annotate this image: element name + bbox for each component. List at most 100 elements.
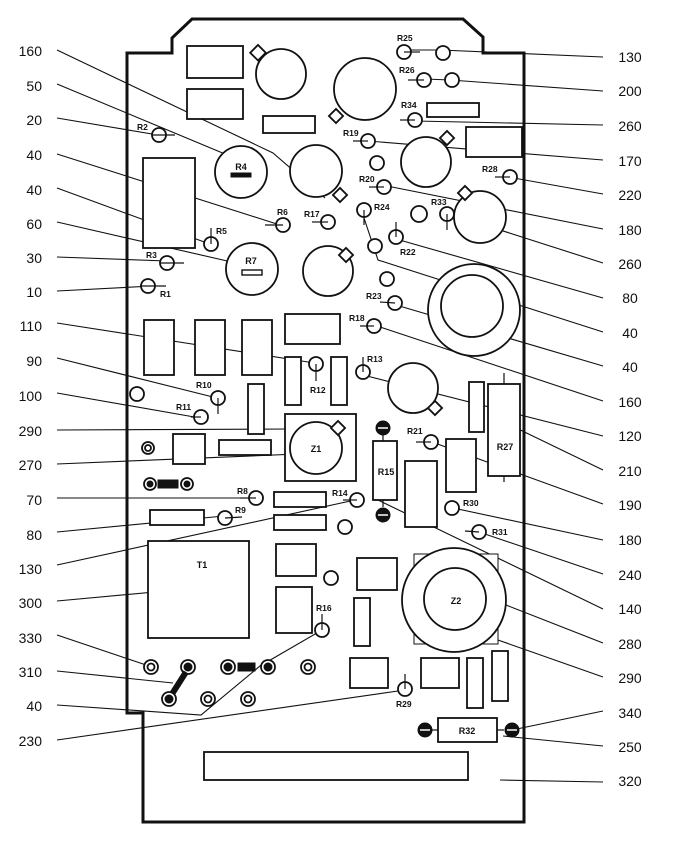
callout-left-9: 110: [20, 318, 43, 334]
resistor-r6: R6: [265, 207, 291, 233]
svg-text:R3: R3: [146, 250, 157, 260]
round-component: [302, 245, 355, 297]
resistor-r22: R22: [388, 222, 416, 257]
callout-right-11: 160: [618, 394, 642, 410]
svg-text:Z1: Z1: [311, 444, 322, 454]
callout-right-4: 170: [618, 153, 642, 169]
callout-right-17: 140: [618, 601, 642, 617]
svg-text:R21: R21: [407, 426, 423, 436]
callout-left-10: 90: [26, 353, 42, 369]
rect-component: [356, 557, 398, 591]
svg-text:R13: R13: [367, 354, 383, 364]
callout-right-20: 340: [618, 705, 642, 721]
callout-right-5: 220: [618, 187, 642, 203]
jumper-link: [143, 477, 194, 491]
round-component: [400, 129, 456, 188]
rect-component: [172, 433, 206, 465]
resistor-r14: R14: [332, 488, 365, 508]
svg-text:R18: R18: [349, 313, 365, 323]
rect-component: [241, 319, 273, 376]
rect-component: [404, 460, 438, 528]
round-component: [387, 362, 444, 417]
svg-text:R14: R14: [332, 488, 348, 498]
callout-right-22: 320: [618, 773, 642, 789]
toroid-z2: Z2: [401, 547, 507, 653]
svg-text:R12: R12: [310, 385, 326, 395]
svg-text:R31: R31: [492, 527, 508, 537]
rect-component: [330, 356, 348, 406]
callout-right-14: 190: [618, 497, 642, 513]
svg-text:R16: R16: [316, 603, 332, 613]
resistor-r20: R20: [359, 174, 392, 195]
rect-component: [218, 439, 272, 456]
callout-right-1: 130: [618, 49, 642, 65]
rect-component: [142, 157, 196, 249]
callout-left-12: 290: [19, 423, 43, 439]
svg-text:R22: R22: [400, 247, 416, 257]
edge-connector: [203, 751, 469, 781]
callout-right-16: 240: [618, 567, 642, 583]
coax-pad: [240, 691, 256, 707]
svg-text:R26: R26: [399, 65, 415, 75]
rect-component: [491, 650, 509, 702]
svg-text:R19: R19: [343, 128, 359, 138]
rect-component: [273, 491, 327, 508]
callout-left-2: 50: [26, 78, 42, 94]
svg-text:R7: R7: [245, 256, 257, 266]
jumper-link: [161, 659, 196, 707]
rect-component: [468, 381, 485, 433]
callout-left-1: 160: [19, 43, 43, 59]
svg-text:R32: R32: [459, 726, 476, 736]
resistor-r15: R15: [372, 420, 398, 523]
toroid-component: [427, 263, 521, 357]
resistor-r17: R17: [304, 209, 336, 230]
resistor-r12: R12: [308, 356, 326, 395]
callout-right-8: 80: [622, 290, 638, 306]
rect-component: [186, 45, 244, 79]
callout-right-9: 40: [622, 325, 638, 341]
svg-text:Z2: Z2: [451, 596, 462, 606]
resistor-r31: R31: [464, 524, 508, 540]
pad: [379, 271, 395, 287]
svg-text:R6: R6: [277, 207, 288, 217]
trimmer-r7: R7: [225, 242, 279, 296]
rect-component: [349, 657, 389, 689]
callout-left-18: 330: [19, 630, 43, 646]
resistor-r19: R19: [343, 128, 376, 149]
pad: [435, 45, 451, 61]
rect-component: [466, 657, 484, 709]
resistor-r9: R9: [217, 505, 246, 526]
resistor-r28: R28: [482, 164, 518, 185]
round-component: [453, 184, 507, 244]
round-component: [248, 43, 307, 100]
callout-left-6: 60: [26, 216, 42, 232]
svg-text:R34: R34: [401, 100, 417, 110]
callout-right-19: 290: [618, 670, 642, 686]
rect-component: [247, 383, 265, 435]
callout-right-12: 120: [618, 428, 642, 444]
callout-left-8: 10: [26, 284, 42, 300]
resistor-r21: R21: [407, 426, 439, 450]
resistor-r25: R25: [396, 33, 420, 60]
rect-component: [284, 356, 302, 406]
callout-right-6: 180: [618, 222, 642, 238]
resistor-r2: R2: [137, 122, 175, 143]
pad: [369, 155, 385, 171]
left-callouts: 160 50 20 40 40 60 30 10 110 90 100 290 …: [19, 43, 43, 749]
callout-left-17: 300: [19, 595, 43, 611]
trimmer-r4: R4: [214, 145, 268, 199]
svg-text:T1: T1: [197, 560, 208, 570]
resistor-r29: R29: [396, 674, 413, 709]
callout-right-15: 180: [618, 532, 642, 548]
svg-text:R27: R27: [497, 442, 514, 452]
svg-text:R1: R1: [160, 289, 171, 299]
svg-text:R15: R15: [378, 467, 395, 477]
svg-text:R2: R2: [137, 122, 148, 132]
svg-text:R23: R23: [366, 291, 382, 301]
pad: [410, 205, 428, 223]
relay-z1: Z1: [284, 413, 357, 482]
callout-right-18: 280: [618, 636, 642, 652]
callout-left-15: 80: [26, 527, 42, 543]
resistor-r24: R24: [356, 202, 390, 225]
